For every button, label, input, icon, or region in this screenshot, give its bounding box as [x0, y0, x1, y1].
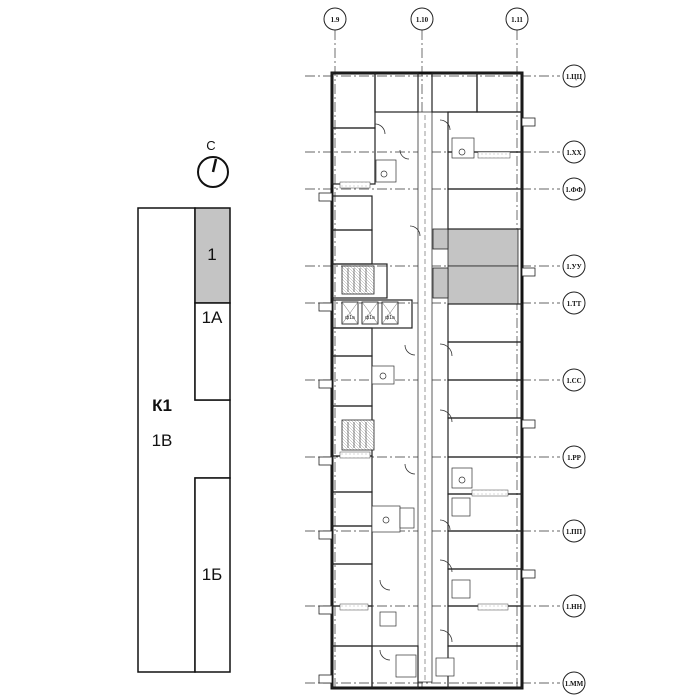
axis-label-top: 1.9 [331, 16, 340, 24]
section-1b-label: 1Б [202, 565, 223, 584]
axis-label-right: 1.ММ [565, 680, 584, 688]
compass-label: С [206, 138, 215, 153]
axis-label-right: 1.УУ [566, 263, 582, 271]
axis-label-right: 1.ХХ [566, 149, 581, 157]
key-plan [137, 207, 231, 673]
door-swings [374, 119, 453, 661]
section-1a-label: 1А [202, 308, 223, 327]
top-axis-markers [323, 7, 529, 31]
section-1v-label: 1В [152, 431, 173, 450]
room-label: ф1а [365, 315, 375, 321]
balcony-stubs [318, 117, 536, 684]
axis-label-top: 1.10 [416, 16, 429, 24]
axis-label-right: 1.РР [567, 454, 582, 462]
kitchen-counters [339, 151, 511, 611]
floor-plan: 1.9 1.10 1.11 1.ЦЦ 1.ХХ 1.ФФ 1.УУ 1.ТТ 1… [305, 7, 586, 695]
section-1a-cell[interactable] [194, 302, 231, 401]
lift-cabins [341, 301, 399, 325]
compass-needle [211, 158, 218, 173]
compass: С [197, 138, 229, 188]
axis-label-right: 1.ФФ [565, 186, 582, 194]
axis-label-right: 1.НН [566, 603, 583, 611]
axis-label-top: 1.11 [511, 16, 523, 24]
room-label: ф1а [345, 315, 355, 321]
highlighted-apartment[interactable] [432, 228, 519, 305]
section-1-label: 1 [207, 245, 216, 264]
right-axis-markers [562, 64, 586, 695]
right-apartments [431, 72, 523, 689]
stairwells [341, 265, 375, 451]
section-1-cell[interactable] [194, 207, 231, 304]
axis-label-right: 1.СС [566, 377, 581, 385]
axis-label-right: 1.ЦЦ [566, 73, 583, 81]
bathroom-fixtures [371, 137, 475, 678]
building-label: К1 [152, 396, 172, 415]
compass-circle [197, 156, 229, 188]
corridor [417, 111, 433, 683]
axis-label-right: 1.ПП [566, 528, 583, 536]
axis-label-right: 1.ТТ [567, 300, 582, 308]
section-1b2-cell[interactable] [194, 477, 231, 673]
room-label: ф1а [385, 315, 395, 321]
